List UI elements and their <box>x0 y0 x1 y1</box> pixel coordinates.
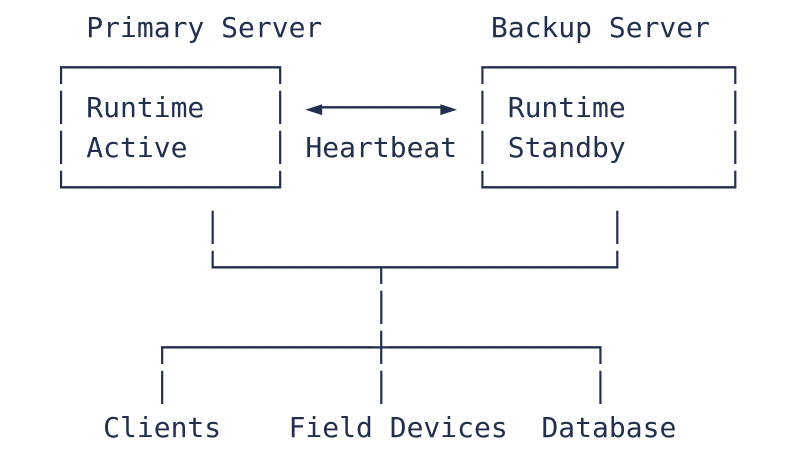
primary-runtime-label: Runtime <box>86 91 205 124</box>
backup-server-box: ┌──────────────┐ │ │ │ │ └──────────────… <box>474 51 744 204</box>
primary-server-title: Primary Server <box>86 11 323 44</box>
clients-label: Clients <box>103 411 222 444</box>
backup-standby-status-label: Standby <box>507 131 626 164</box>
heartbeat-label: Heartbeat <box>305 131 458 164</box>
heartbeat-double-arrow-icon: ◄───────► <box>305 91 458 124</box>
connector-tree-lines: │ │ └─────────┬─────────────┘ │ ┌───────… <box>153 211 626 404</box>
primary-active-status-label: Active <box>86 131 188 164</box>
primary-server-box: ┌────────────┐ │ │ │ │ └────────────┘ <box>52 51 289 204</box>
field-devices-label: Field Devices <box>288 411 508 444</box>
backup-runtime-label: Runtime <box>507 91 626 124</box>
backup-server-title: Backup Server <box>490 11 711 44</box>
database-label: Database <box>541 411 677 444</box>
